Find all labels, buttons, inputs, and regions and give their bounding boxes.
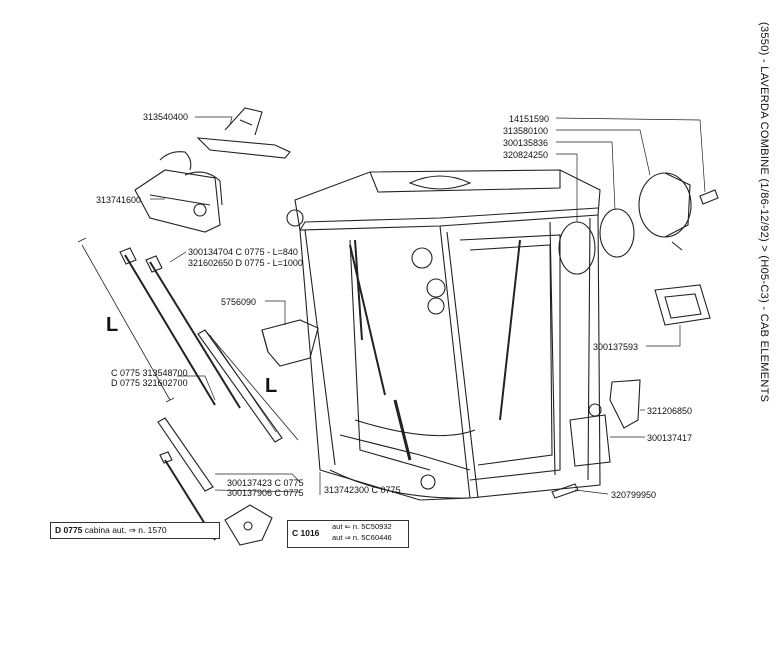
- sun-visor: [261, 319, 319, 367]
- part-label[interactable]: 300137423 C 0775: [227, 478, 304, 488]
- part-label[interactable]: 313540400: [143, 112, 189, 122]
- lamp-gasket: [654, 284, 711, 326]
- part-label[interactable]: 300135836: [503, 138, 549, 148]
- wiper-blade-long: [197, 329, 283, 443]
- wiper-motor: [134, 151, 223, 233]
- note-text: aut ⇐ n. 5C50932: [332, 522, 392, 531]
- note-d0775: D 0775 cabina aut. ⇒ n. 1570: [50, 522, 220, 539]
- part-label[interactable]: 313580100: [503, 126, 549, 136]
- part-label[interactable]: 300134704 C 0775 - L=840: [188, 247, 298, 257]
- work-lamp: [558, 172, 719, 275]
- cab-body: [286, 169, 601, 501]
- note-text: aut ⇒ n. 5C60446: [332, 533, 392, 542]
- bracket: [609, 379, 641, 429]
- part-label[interactable]: 320824250: [503, 150, 549, 160]
- note-c1016: C 1016 aut ⇐ n. 5C50932 aut ⇒ n. 5C60446: [287, 520, 409, 548]
- leader-lines: [150, 116, 706, 495]
- part-label[interactable]: 300137593: [593, 342, 639, 352]
- part-label[interactable]: 313741600: [96, 195, 142, 205]
- dimension-label: L: [106, 314, 119, 336]
- part-label[interactable]: 321602650 D 0775 - L=1000: [188, 258, 303, 268]
- part-label[interactable]: 320799950: [611, 490, 657, 500]
- part-label[interactable]: 5756090: [221, 297, 257, 307]
- note-code: D 0775: [55, 525, 83, 535]
- part-label[interactable]: C 0775 313548700: [111, 368, 188, 378]
- wiper-motor-lower: [224, 504, 273, 546]
- part-label[interactable]: 321206850: [647, 406, 693, 416]
- interior-light: [196, 107, 291, 159]
- washer-pump: [551, 483, 579, 499]
- wiper-arms: [77, 237, 299, 441]
- washer-reservoir: [569, 403, 611, 467]
- dimension-label: L: [265, 375, 278, 397]
- part-label[interactable]: 300137906 C 0775: [227, 488, 304, 498]
- part-label[interactable]: D 0775 321602700: [111, 378, 188, 388]
- part-label[interactable]: 300137417: [647, 433, 693, 443]
- part-label[interactable]: 14151590: [509, 114, 550, 124]
- note-text: cabina aut. ⇒ n. 1570: [84, 525, 167, 535]
- page-title: (3550) - LAVERDA COMBINE (1/86-12/92) > …: [758, 22, 770, 403]
- part-label[interactable]: 313742300 C 0775: [324, 485, 401, 495]
- note-code: C 1016: [292, 528, 320, 538]
- wiper-blade-short: [157, 417, 214, 492]
